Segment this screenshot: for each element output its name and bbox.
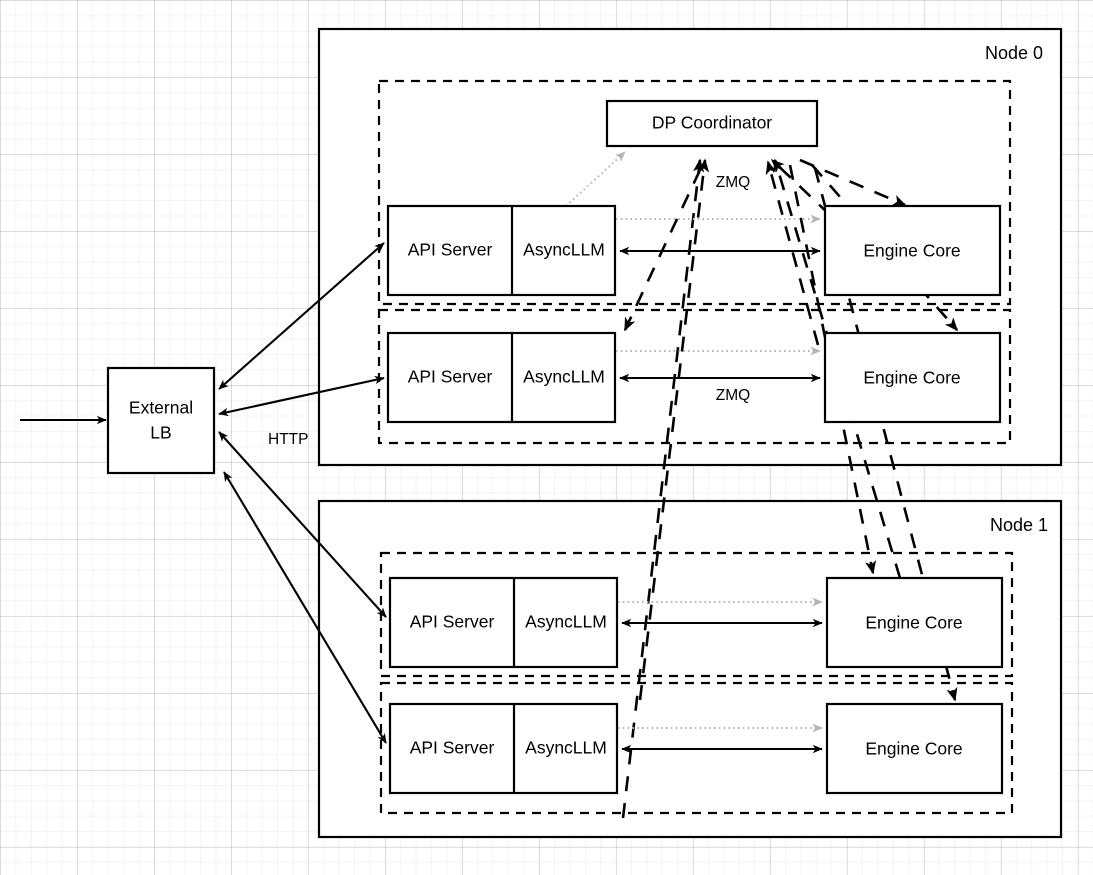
node-1-group-1-async-llm-label: AsyncLLM bbox=[525, 738, 607, 758]
node-1-group-1-frame bbox=[379, 681, 1014, 815]
node-1-group-0-api-unit[interactable] bbox=[388, 576, 619, 669]
external-lb-label-line1: External bbox=[129, 398, 193, 418]
node-1-label: Node 1 bbox=[990, 515, 1048, 535]
node-0-group-0-frame bbox=[377, 79, 1012, 306]
dashed-link-node0-core0-to-coordinator bbox=[770, 158, 831, 216]
node-1-group-0-async-llm-label: AsyncLLM bbox=[525, 612, 607, 632]
http-link-lb-to-node0-api0 bbox=[218, 242, 385, 390]
node-0-group-0-engine-core-box[interactable] bbox=[823, 204, 1002, 297]
node-0-group-1-api-unit[interactable] bbox=[386, 331, 617, 424]
node-1-group-1-api-server-label: API Server bbox=[410, 738, 495, 758]
dashed-link-coordinator-to-node0-core0 bbox=[799, 158, 907, 207]
node-0-group-1-zmq-label: ZMQ bbox=[716, 387, 750, 404]
node-1-group-1-engine-core-label: Engine Core bbox=[865, 739, 962, 759]
node-0-group-0-async-llm-label: AsyncLLM bbox=[523, 240, 605, 260]
node-1-group-1-api-unit[interactable] bbox=[388, 702, 619, 795]
node-0-label: Node 0 bbox=[985, 43, 1043, 63]
node-0-group-0-engine-core-label: Engine Core bbox=[863, 241, 960, 261]
http-link-lb-to-node0-api1 bbox=[218, 375, 385, 417]
dp-coordinator-label: DP Coordinator bbox=[652, 113, 772, 133]
external-lb-box[interactable] bbox=[106, 366, 216, 475]
node-0-group-1-api-server-label: API Server bbox=[408, 367, 493, 387]
node-0-group-0-api-server-label: API Server bbox=[408, 240, 493, 260]
node-0-group-1-async-llm-label: AsyncLLM bbox=[523, 367, 605, 387]
dp-coordinator-box[interactable] bbox=[605, 99, 819, 148]
http-link-lb-to-node1-api1 bbox=[223, 471, 387, 744]
dashed-link-node1-core1-to-coordinator bbox=[638, 158, 710, 701]
node-0-group-0-api-unit[interactable] bbox=[386, 204, 617, 297]
node-1-group-1-engine-core-box[interactable] bbox=[825, 702, 1004, 795]
dashed-link-node1-lower-to-coordinator bbox=[621, 158, 705, 819]
node-1-group-0-api-server-label: API Server bbox=[410, 612, 495, 632]
node-1-group-0-engine-core-label: Engine Core bbox=[865, 613, 962, 633]
node-1-group-0-engine-core-box[interactable] bbox=[825, 576, 1004, 669]
dotted-link-node0-asyncllm0-to-coordinator bbox=[565, 151, 626, 207]
node-0-group-1-engine-core-box[interactable] bbox=[823, 331, 1002, 424]
external-lb-label-line2: LB bbox=[150, 423, 171, 443]
node-0-group-1-engine-core-label: Engine Core bbox=[863, 368, 960, 388]
http-label: HTTP bbox=[268, 431, 308, 448]
coordinator-zmq-label: ZMQ bbox=[716, 174, 750, 191]
